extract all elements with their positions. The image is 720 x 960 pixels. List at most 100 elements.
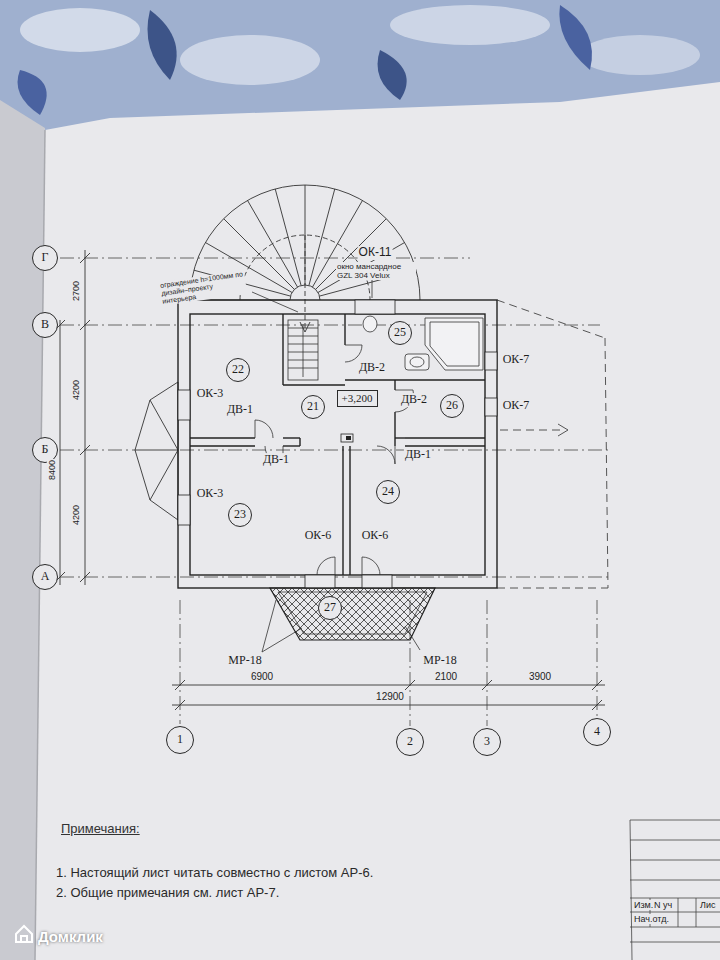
roof-outline [497, 300, 608, 588]
wall [178, 300, 497, 588]
marker-text: 21 [307, 400, 319, 413]
dimension: 6900 [250, 671, 274, 683]
wall [342, 446, 343, 575]
dimension: 2700 [71, 280, 81, 302]
roof-outline [497, 300, 605, 338]
spiral-stair [300, 322, 310, 332]
dimension: 12900 [375, 691, 405, 703]
marker-text: 22 [232, 363, 244, 376]
door-swing [362, 557, 380, 575]
stair-flight [288, 320, 318, 380]
dimension-line [592, 680, 602, 690]
notes-heading: Примечания: [60, 822, 141, 837]
axis-marker: А [32, 564, 58, 590]
railing-note: ограждение h=1000мм по дизайн–проекту ин… [159, 270, 248, 306]
room-number: 26 [440, 394, 464, 418]
dimension: 3900 [528, 671, 552, 683]
dimension: 8400 [47, 459, 57, 481]
wall [190, 314, 485, 575]
fabric-background [180, 35, 320, 85]
paper-sheet [35, 82, 720, 960]
leader-line [252, 292, 298, 312]
marker-text: Б [42, 443, 49, 456]
dimension-line [172, 685, 605, 686]
wall [283, 384, 345, 385]
window-note: окно мансардное GZL 304 Velux [336, 262, 416, 280]
window-opening [362, 575, 392, 588]
title-block-cell: Изм. [633, 900, 654, 910]
door-mark: ДВ-1 [226, 403, 254, 417]
plumbing-fixture [405, 354, 429, 370]
marker-text: 26 [446, 399, 458, 412]
window-mark: ОК-6 [304, 529, 333, 543]
bay-window [135, 450, 178, 451]
level-mark: +3,200 [337, 390, 378, 407]
wall [299, 438, 300, 446]
grid-axis [597, 600, 598, 716]
door-mark: ДВ-1 [262, 453, 290, 467]
note-text: 2. Общие примечания см. лист АР-7. [55, 886, 280, 901]
balcony-hatch [278, 592, 427, 634]
watermark-logo [16, 926, 32, 942]
fabric-background [378, 50, 407, 100]
title-block-cell: Лис [699, 900, 716, 910]
grid-axis [60, 258, 470, 259]
wall [394, 412, 395, 446]
dimension-line [80, 253, 90, 263]
grid-axis [487, 600, 488, 726]
note-text: 1. Настоящий лист читать совместно с лис… [55, 866, 374, 881]
window-opening [178, 390, 190, 420]
window-opening [485, 398, 497, 416]
window-mark: ОК-6 [361, 529, 390, 543]
dimension-line [80, 572, 90, 582]
door-mark: ДВ-1 [404, 448, 432, 462]
window-opening [305, 575, 335, 588]
marker-text: 1 [177, 733, 183, 746]
watermark-logo [16, 926, 32, 942]
railing-mark: МР-18 [422, 654, 457, 668]
vent-block [341, 434, 353, 442]
wall [395, 437, 405, 438]
room-number: 23 [228, 503, 252, 527]
roof-outline [605, 338, 608, 588]
room-number: 22 [226, 358, 250, 382]
window-opening [355, 300, 395, 314]
grid-axis [60, 258, 610, 726]
fabric-background [18, 70, 47, 115]
window-mark: ОК-3 [196, 487, 225, 501]
door-swing [377, 446, 395, 464]
balcony-hatch [270, 588, 435, 640]
dimension-line [592, 700, 602, 710]
fabric-background [580, 35, 700, 75]
wall [405, 445, 485, 446]
room-number: 24 [376, 480, 400, 504]
marker-text: 4 [594, 725, 600, 738]
watermark-logo [21, 936, 27, 942]
wall [178, 300, 497, 588]
door-swing [317, 557, 335, 575]
grid-axis [60, 325, 600, 326]
vent-block [346, 436, 351, 440]
wall [344, 314, 345, 345]
dimension-line [482, 680, 492, 690]
dimension-line [80, 445, 90, 455]
window-mark: ОК-11 [358, 246, 393, 260]
axis-marker: 1 [166, 726, 194, 754]
marker-text: 24 [382, 485, 394, 498]
plumbing-fixture [363, 316, 377, 332]
window-mark: ОК-7 [502, 353, 531, 367]
fabric-background [20, 8, 140, 52]
dimension: 2100 [434, 671, 458, 683]
dimension-line [405, 680, 415, 690]
wall [190, 437, 255, 438]
wall [283, 437, 300, 438]
vent-block [341, 434, 353, 442]
room-number: 21 [301, 395, 325, 419]
marker-text: 25 [394, 326, 406, 339]
bay-window [150, 450, 178, 500]
door-swing [255, 345, 413, 575]
